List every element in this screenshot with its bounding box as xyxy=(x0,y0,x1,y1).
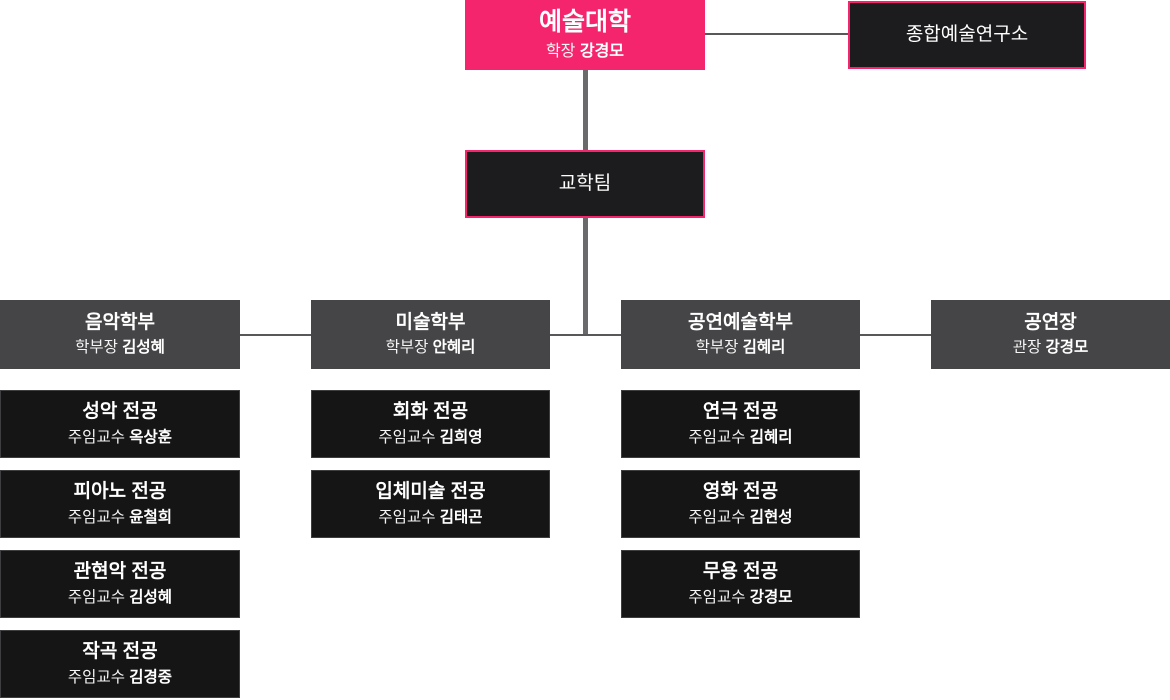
node-dept-music: 음악학부 학부장 김성혜 xyxy=(0,300,240,369)
connector-root-to-staff-team xyxy=(583,70,588,150)
connector-root-to-institute xyxy=(705,33,848,35)
connector-dept-performing-hall xyxy=(860,334,931,336)
node-dept-fine-arts: 미술학부 학부장 안혜리 xyxy=(311,300,550,369)
role-label: 학부장 xyxy=(75,339,118,357)
major-title: 성악 전공 xyxy=(82,401,158,423)
connector-dept-music-art xyxy=(240,334,311,336)
dept-head: 학부장 김성혜 xyxy=(75,339,165,356)
node-major-orchestral: 관현악 전공 주임교수 김성혜 xyxy=(0,550,240,618)
node-major-theater: 연극 전공 주임교수 김혜리 xyxy=(621,390,860,458)
major-professor: 주임교수 윤철희 xyxy=(68,509,172,526)
major-title: 무용 전공 xyxy=(702,561,779,583)
node-staff-team: 교학팀 xyxy=(465,150,705,218)
staff-team-title: 교학팀 xyxy=(558,172,612,194)
institute-title: 종합예술연구소 xyxy=(905,23,1029,45)
node-major-composition: 작곡 전공 주임교수 김경중 xyxy=(0,630,240,698)
major-professor: 주임교수 김태곤 xyxy=(378,509,482,526)
major-professor: 주임교수 김희영 xyxy=(378,429,482,446)
major-professor: 주임교수 강경모 xyxy=(688,589,792,606)
connector-dept-art-performing xyxy=(550,334,621,336)
role-label: 주임교수 xyxy=(67,428,125,446)
role-label: 주임교수 xyxy=(378,428,436,446)
name-label: 안혜리 xyxy=(432,339,476,357)
dept-head: 학부장 김혜리 xyxy=(696,339,786,356)
name-label: 강경모 xyxy=(579,42,625,60)
name-label: 김경중 xyxy=(129,668,173,686)
major-professor: 주임교수 김성혜 xyxy=(68,589,172,606)
dept-head: 학부장 안혜리 xyxy=(386,339,476,356)
major-professor: 주임교수 김경중 xyxy=(68,669,172,686)
dept-title: 공연장 xyxy=(1024,311,1077,333)
role-label: 주임교수 xyxy=(688,508,746,526)
major-title: 영화 전공 xyxy=(702,481,779,503)
role-label: 주임교수 xyxy=(67,588,125,606)
major-title: 입체미술 전공 xyxy=(375,481,486,503)
role-label: 학장 xyxy=(545,42,576,60)
college-head: 학장 강경모 xyxy=(546,43,624,61)
node-major-film: 영화 전공 주임교수 김현성 xyxy=(621,470,860,538)
name-label: 김혜리 xyxy=(749,428,793,446)
name-label: 김현성 xyxy=(749,508,793,526)
connector-staff-team-to-departments xyxy=(583,218,588,336)
major-professor: 주임교수 김현성 xyxy=(688,509,792,526)
role-label: 주임교수 xyxy=(67,508,125,526)
role-label: 학부장 xyxy=(385,339,429,357)
node-major-piano: 피아노 전공 주임교수 윤철희 xyxy=(0,470,240,538)
name-label: 김성혜 xyxy=(122,339,165,357)
name-label: 강경모 xyxy=(1045,339,1089,357)
major-title: 연극 전공 xyxy=(702,401,779,423)
role-label: 주임교수 xyxy=(67,668,125,686)
major-title: 피아노 전공 xyxy=(73,481,167,503)
name-label: 김희영 xyxy=(439,428,483,446)
node-college: 예술대학 학장 강경모 xyxy=(465,0,705,70)
name-label: 김성혜 xyxy=(129,588,173,606)
major-professor: 주임교수 옥상훈 xyxy=(68,429,172,446)
node-major-dance: 무용 전공 주임교수 강경모 xyxy=(621,550,860,618)
role-label: 주임교수 xyxy=(688,588,746,606)
name-label: 김혜리 xyxy=(742,339,786,357)
dept-title: 공연예술학부 xyxy=(688,311,793,333)
major-title: 회화 전공 xyxy=(392,401,469,423)
node-major-3d-art: 입체미술 전공 주임교수 김태곤 xyxy=(311,470,550,538)
node-performance-hall: 공연장 관장 강경모 xyxy=(931,300,1170,369)
dept-title: 미술학부 xyxy=(395,311,466,333)
node-dept-performing-arts: 공연예술학부 학부장 김혜리 xyxy=(621,300,860,369)
role-label: 주임교수 xyxy=(378,508,436,526)
dept-title: 음악학부 xyxy=(85,311,155,333)
node-major-vocal: 성악 전공 주임교수 옥상훈 xyxy=(0,390,240,458)
college-title: 예술대학 xyxy=(538,8,631,37)
major-title: 관현악 전공 xyxy=(73,561,167,583)
major-professor: 주임교수 김혜리 xyxy=(688,429,792,446)
name-label: 강경모 xyxy=(749,588,793,606)
node-research-institute: 종합예술연구소 xyxy=(848,1,1086,69)
major-title: 작곡 전공 xyxy=(82,641,158,663)
role-label: 학부장 xyxy=(695,339,739,357)
name-label: 윤철희 xyxy=(129,508,173,526)
role-label: 주임교수 xyxy=(688,428,746,446)
name-label: 김태곤 xyxy=(439,508,483,526)
node-major-painting: 회화 전공 주임교수 김희영 xyxy=(311,390,550,458)
name-label: 옥상훈 xyxy=(129,428,173,446)
dept-head: 관장 강경모 xyxy=(1013,339,1089,356)
role-label: 관장 xyxy=(1012,339,1042,357)
